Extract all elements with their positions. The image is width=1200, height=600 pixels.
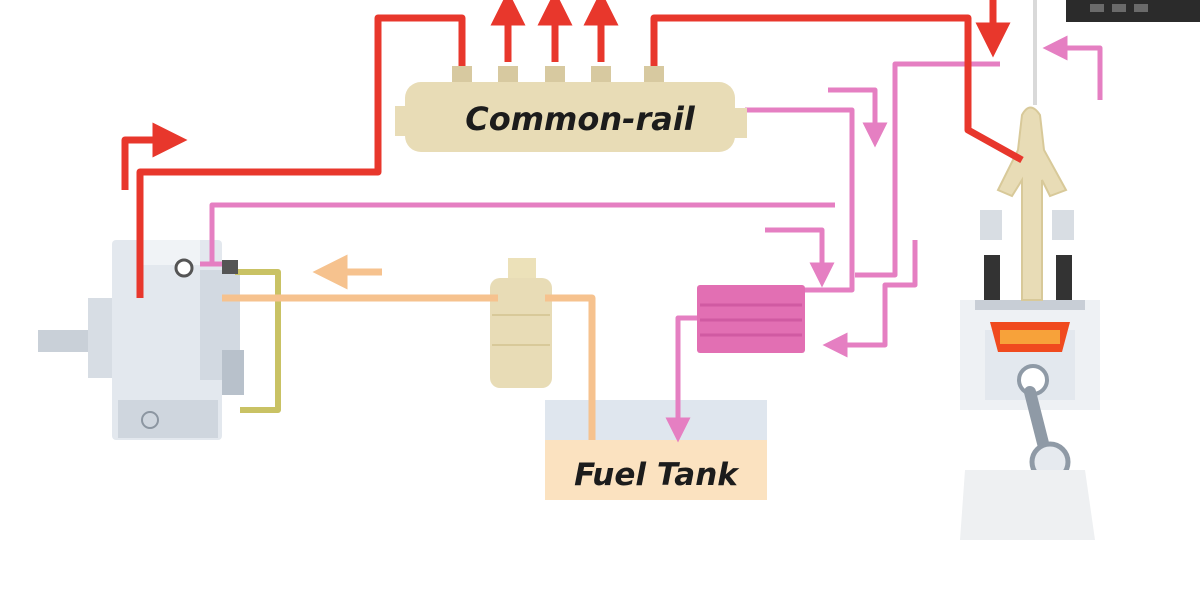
- high-pressure-line: [121, 0, 1024, 298]
- feed-line: [222, 254, 596, 440]
- return-line: [200, 35, 1103, 443]
- injector-icon: [996, 106, 1068, 301]
- common-rail-icon: Common-rail: [395, 66, 747, 152]
- corner-badge-icon: [1066, 0, 1200, 22]
- combustion-chamber: [990, 322, 1070, 352]
- tank-label: Fuel Tank: [574, 457, 740, 493]
- pump-outlet-fitting: [222, 260, 238, 274]
- high-pressure-pump-icon: [38, 240, 244, 440]
- fuel-filter-icon: [490, 258, 552, 388]
- low-pressure-line: [235, 269, 281, 413]
- return-cooler-icon: [697, 285, 805, 353]
- piston-icon: [960, 364, 1095, 540]
- rail-label: Common-rail: [465, 100, 696, 138]
- pump-return-fitting: [174, 258, 194, 278]
- fuel-tank-icon: Fuel Tank: [545, 400, 767, 500]
